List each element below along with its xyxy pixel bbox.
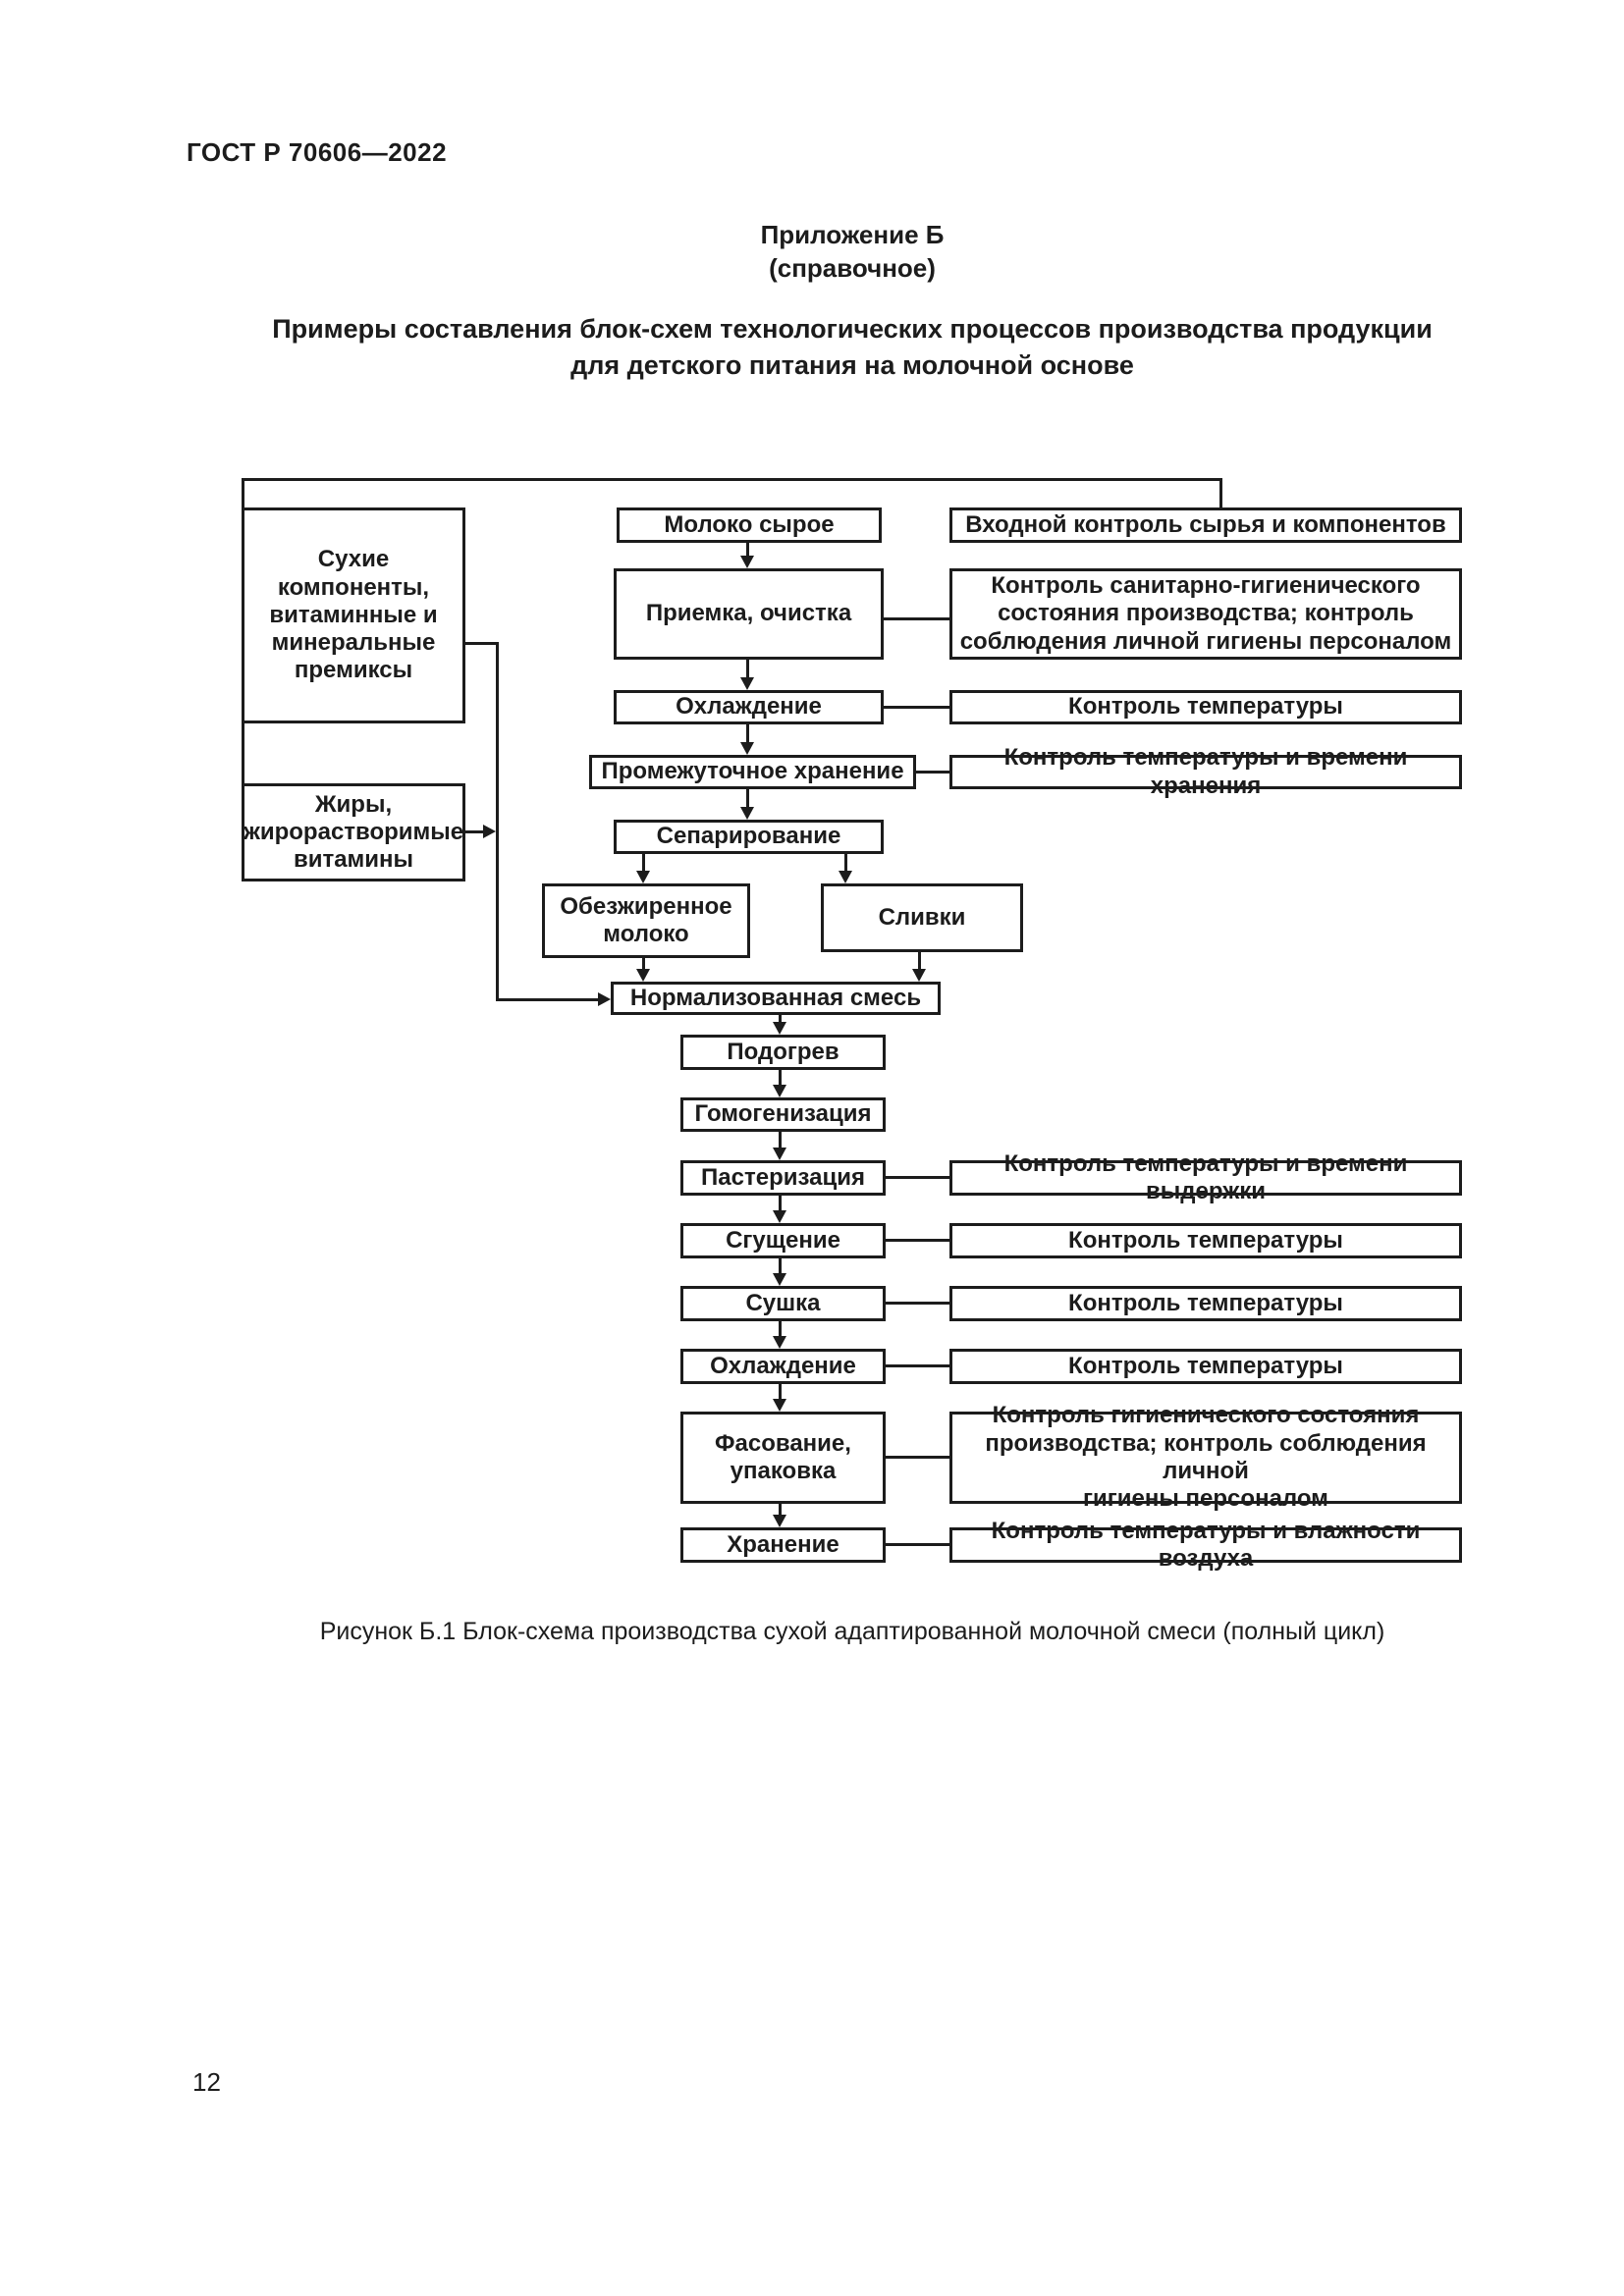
box-temp-humidity: Контроль температуры и влажности воздуха xyxy=(949,1518,1462,1572)
box-condensing: Сгущение xyxy=(680,1223,886,1258)
connector-pasteurization-temp-holding xyxy=(884,1176,952,1179)
arrow-storage-to-separation xyxy=(740,789,754,820)
box-homogenization: Гомогенизация xyxy=(680,1097,886,1132)
connector-additives-trunk xyxy=(496,642,499,1001)
box-temp-time-storage: Контроль температуры и времени хранения xyxy=(949,744,1462,799)
arrow-cooling-to-packing xyxy=(773,1384,786,1412)
appendix-label: Приложение Б xyxy=(760,220,945,249)
arrow-homogenization-to-pasteurization xyxy=(773,1132,786,1160)
arrow-skim-milk-to-normalized xyxy=(636,958,650,982)
box-hygiene-control: Контроль гигиенического состояния произв… xyxy=(949,1402,1462,1512)
appendix-title-line2: для детского питания на молочной основе xyxy=(570,350,1134,380)
connector-condensing-temp xyxy=(884,1239,952,1242)
arrow-separation-to-skim-milk xyxy=(636,854,650,883)
connector-storage-temp-time xyxy=(914,771,951,774)
box-temp-drying: Контроль температуры xyxy=(949,1286,1462,1321)
box-drying: Сушка xyxy=(680,1286,886,1321)
box-separation: Сепарирование xyxy=(614,820,884,854)
connector-cooling2-temp xyxy=(884,1364,952,1367)
connector-dry-components-out xyxy=(462,642,499,645)
box-cooling-1: Охлаждение xyxy=(614,690,884,724)
box-heating: Подогрев xyxy=(680,1035,886,1070)
box-packing: Фасование, упаковка xyxy=(680,1412,886,1504)
arrow-cooling-to-storage xyxy=(740,724,754,755)
arrow-normalized-to-heating xyxy=(773,1015,786,1035)
connector-top-boundary xyxy=(242,478,1222,481)
connector-packing-hygiene xyxy=(884,1456,952,1459)
box-input-control: Входной контроль сырья и компонентов xyxy=(949,507,1462,543)
arrow-condensing-to-drying xyxy=(773,1258,786,1286)
flowchart: Сухие компоненты, витаминные и минеральн… xyxy=(242,478,1462,1572)
box-temp-after-cooling: Контроль температуры xyxy=(949,690,1462,724)
box-skim-milk: Обезжиренное молоко xyxy=(542,883,750,958)
arrow-trunk-to-normalized-mix xyxy=(496,992,611,1006)
connector-cooling-temp xyxy=(882,706,952,709)
box-storage: Хранение xyxy=(680,1527,886,1563)
arrow-heating-to-homogenization xyxy=(773,1070,786,1097)
box-cream: Сливки xyxy=(821,883,1023,952)
page-number: 12 xyxy=(192,2067,221,2097)
arrow-separation-to-cream xyxy=(839,854,852,883)
arrow-raw-milk-to-acceptance xyxy=(740,543,754,568)
box-temp-cooling-2: Контроль температуры xyxy=(949,1349,1462,1384)
box-sanitary-control: Контроль санитарно-гигиенического состоя… xyxy=(949,568,1462,660)
connector-drying-temp xyxy=(884,1302,952,1305)
box-fats: Жиры, жирорастворимые витамины xyxy=(242,783,465,881)
box-pasteurization: Пастеризация xyxy=(680,1160,886,1196)
appendix-title-line1: Примеры составления блок-схем технологич… xyxy=(272,314,1433,344)
arrow-pasteurization-to-condensing xyxy=(773,1196,786,1223)
arrow-acceptance-to-cooling xyxy=(740,660,754,690)
connector-acceptance-sanitary xyxy=(882,617,952,620)
box-dry-components: Сухие компоненты, витаминные и минеральн… xyxy=(242,507,465,723)
arrow-fats-to-trunk xyxy=(462,825,496,838)
arrow-packing-to-storage xyxy=(773,1504,786,1527)
standard-code: ГОСТ Р 70606—2022 xyxy=(187,137,448,167)
box-temp-condensing: Контроль температуры xyxy=(949,1223,1462,1258)
figure-caption: Рисунок Б.1 Блок-схема производства сухо… xyxy=(319,1618,1385,1645)
box-temp-time-holding: Контроль температуры и времени выдержки xyxy=(949,1150,1462,1204)
box-intermediate-storage: Промежуточное хранение xyxy=(589,755,916,789)
appendix-type: (справочное) xyxy=(769,253,936,283)
arrow-drying-to-cooling xyxy=(773,1321,786,1349)
box-normalized-mix: Нормализованная смесь xyxy=(611,982,941,1015)
box-cooling-2: Охлаждение xyxy=(680,1349,886,1384)
arrow-cream-to-normalized xyxy=(912,952,926,982)
box-acceptance-cleaning: Приемка, очистка xyxy=(614,568,884,660)
box-raw-milk: Молоко сырое xyxy=(617,507,882,543)
connector-top-drop-to-input-control xyxy=(1219,478,1222,509)
connector-storage-temp-humidity xyxy=(884,1543,952,1546)
